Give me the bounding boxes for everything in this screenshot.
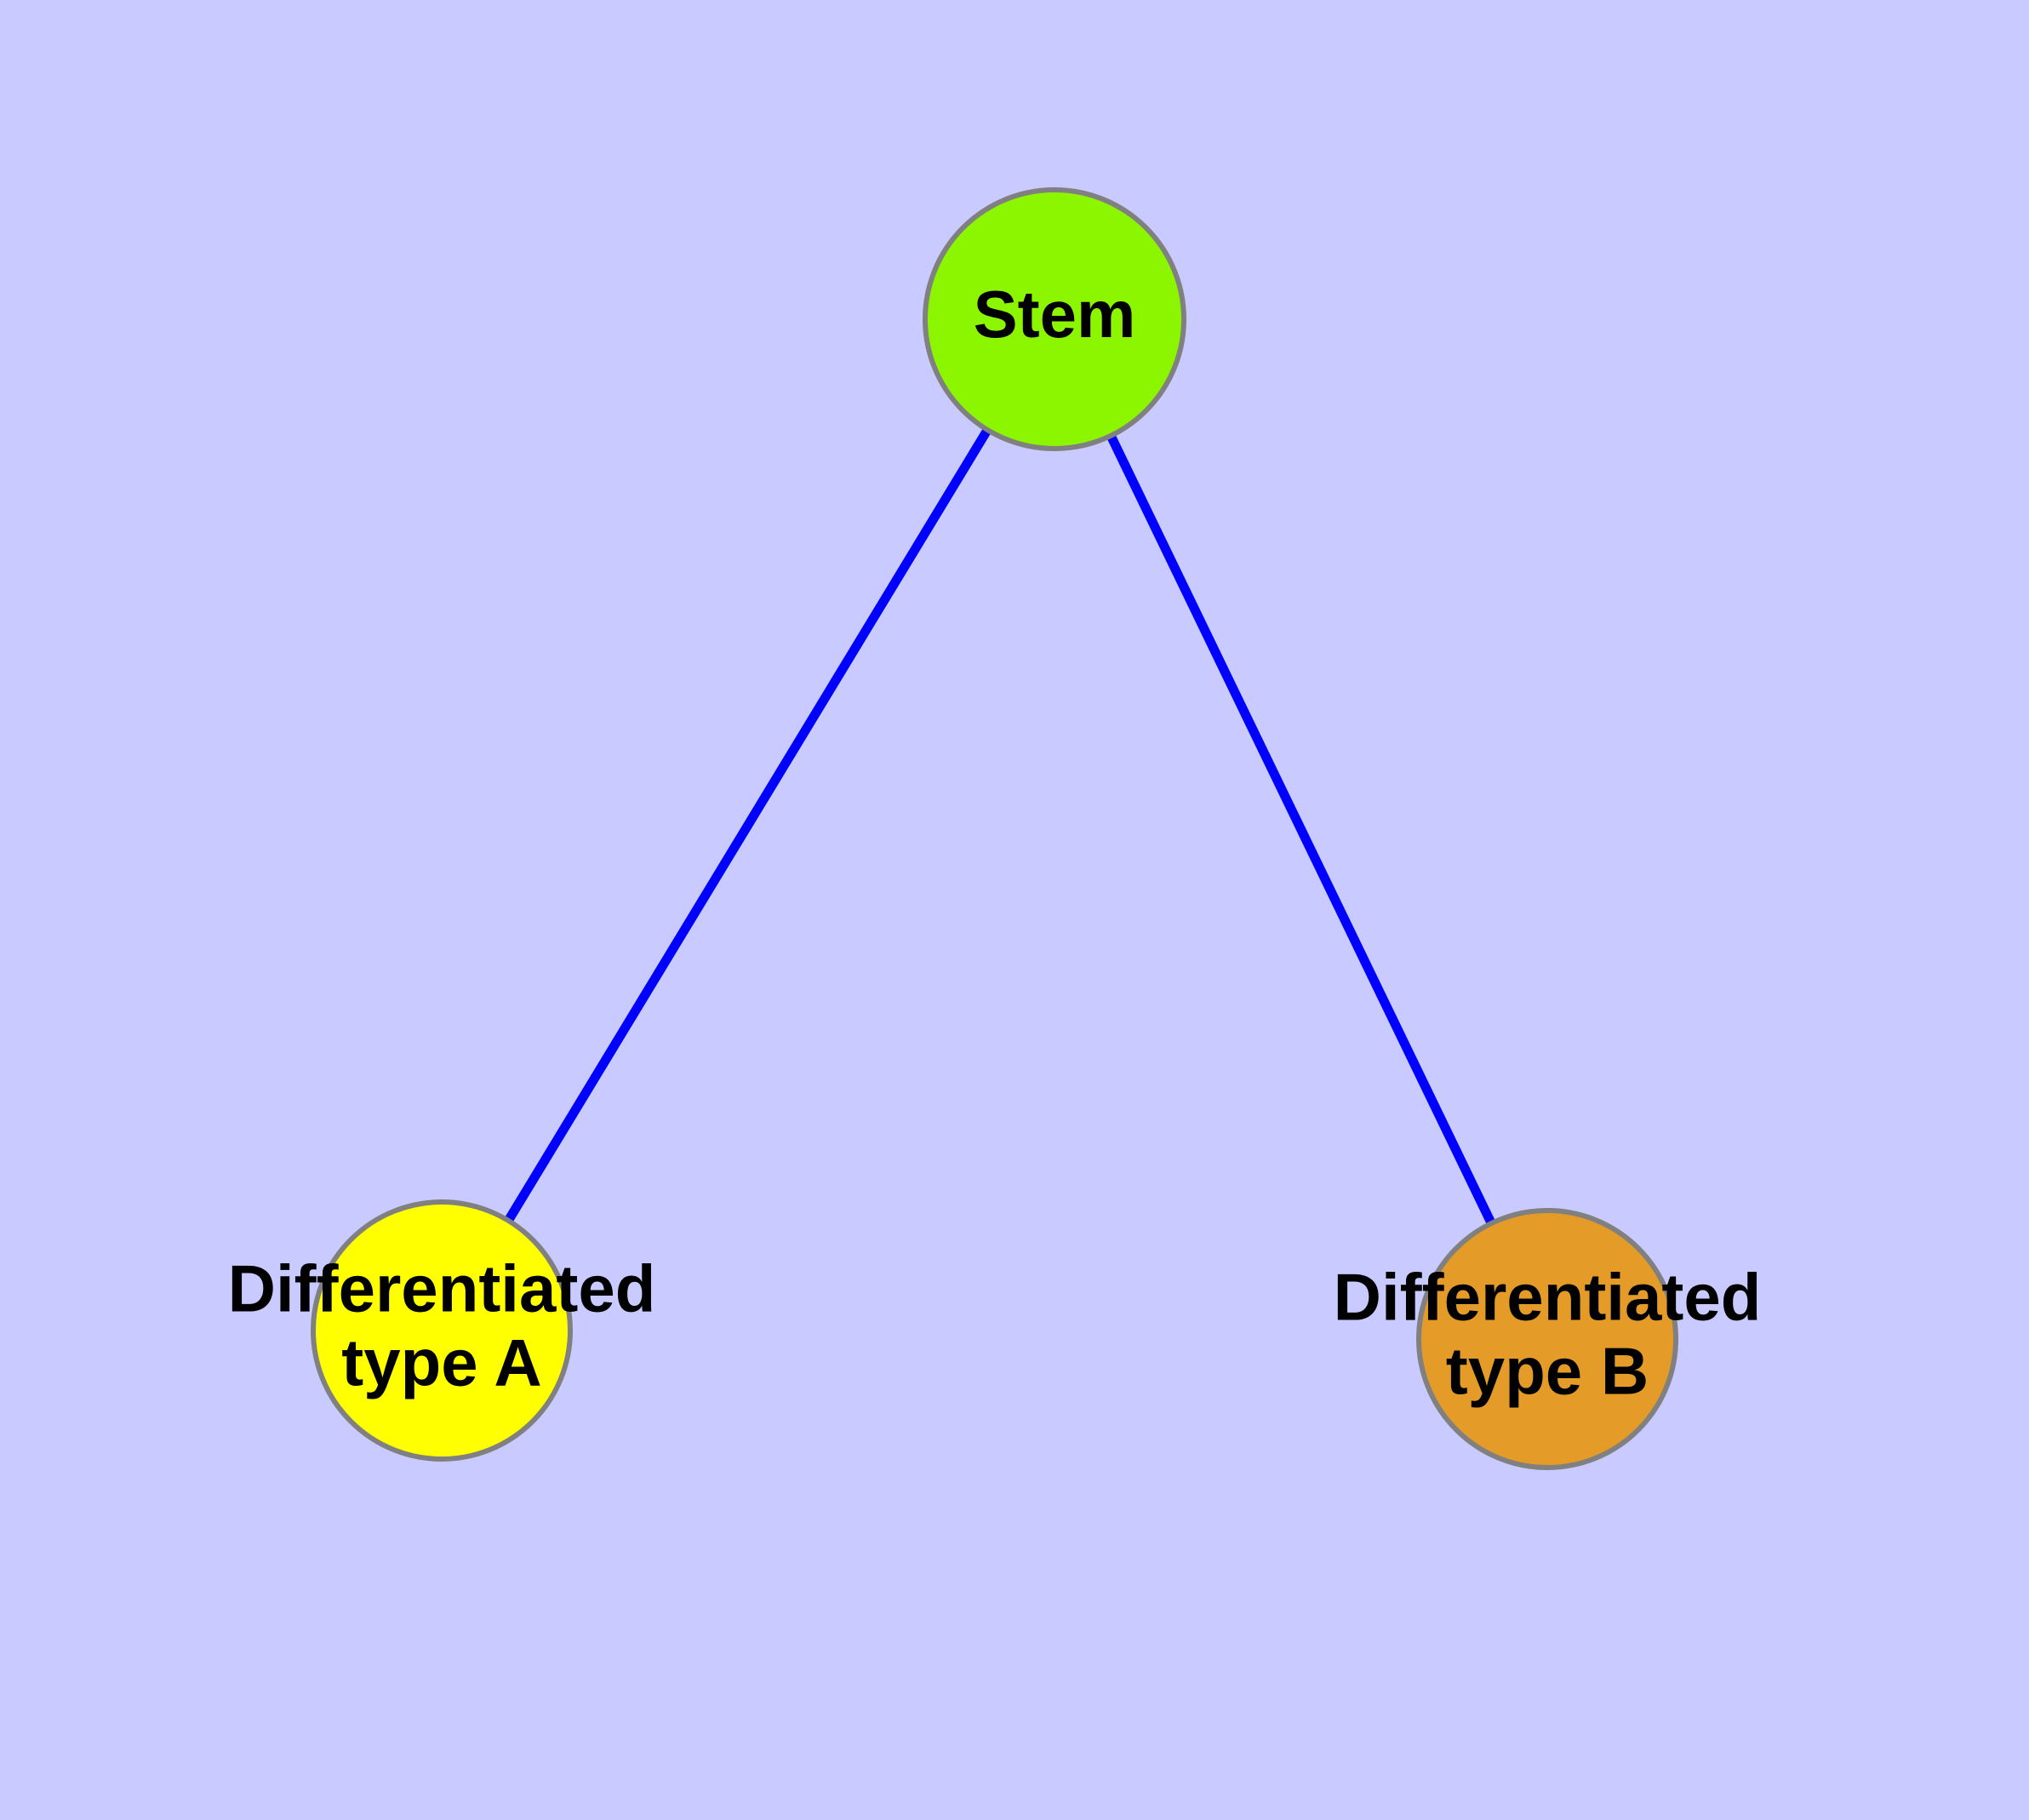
edge-stem-a[interactable] [505,428,991,1222]
node-stem[interactable] [923,187,1186,451]
node-label-line: type A [341,1325,542,1399]
node-layer [311,187,1678,1470]
node-label-line: Differentiated [228,1251,656,1325]
node-label-line: Stem [974,277,1136,352]
node-diff_a[interactable] [311,1199,573,1462]
node-label-stem: Stem [974,277,1136,352]
node-diff_b[interactable] [1416,1208,1678,1470]
node-label-line: type B [1446,1333,1649,1408]
edge-layer [505,428,1495,1224]
edge-stem-b[interactable] [1107,435,1495,1224]
node-label-line: Differentiated [1334,1259,1762,1334]
